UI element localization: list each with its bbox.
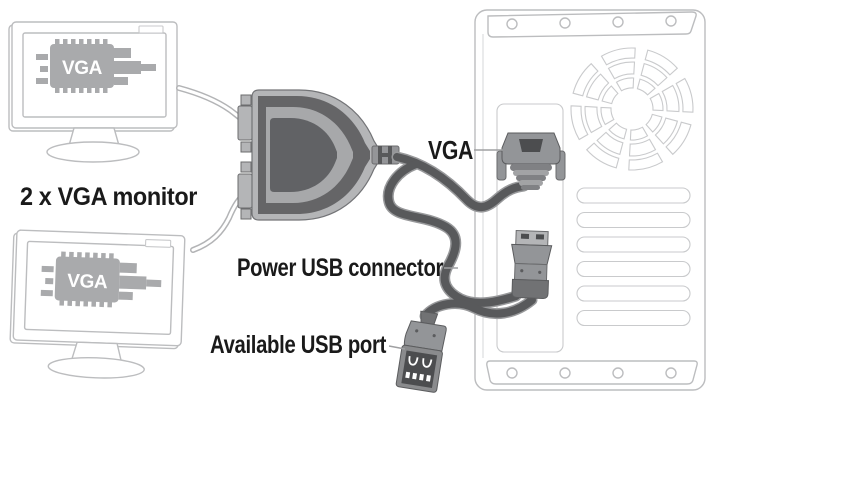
fan-grille-segment	[585, 73, 610, 101]
fan-grille	[570, 47, 694, 171]
fan-grille-segment	[601, 85, 619, 105]
cable-monitor-bottom-core	[191, 192, 247, 252]
vent-slots	[576, 187, 691, 327]
monitor-top: VGA	[8, 21, 178, 163]
usb-boot	[511, 278, 549, 299]
screw-hole	[506, 367, 518, 379]
cable-to-usb	[384, 160, 520, 307]
fan-grille-segment	[644, 49, 679, 76]
label-monitors: 2 x VGA monitor	[20, 183, 198, 211]
tower-bottom-bracket	[486, 360, 698, 385]
screw-hole	[665, 367, 677, 379]
tower-top-bracket	[487, 11, 697, 38]
usb-f-contact	[408, 355, 419, 366]
vent-slot	[576, 211, 691, 229]
fan-grille-segment	[675, 77, 694, 113]
fan-grille-segment	[654, 117, 679, 145]
vent-slot	[576, 260, 691, 278]
fan-grille-segment	[636, 78, 656, 96]
vent-slot	[576, 309, 691, 327]
monitor-cables	[176, 85, 249, 253]
power-usb-connector	[511, 229, 553, 299]
usb-contact-hole	[520, 233, 530, 239]
fan-grille-segment	[615, 77, 635, 92]
usb-body-shoulder	[511, 243, 553, 266]
label-vga: VGA	[428, 135, 473, 165]
vga-splitter	[237, 89, 400, 221]
computer-tower	[474, 9, 706, 391]
fan-grille-segment	[584, 105, 603, 134]
screw-hole	[612, 367, 624, 379]
monitor-stand-base	[47, 357, 145, 379]
monitor-logo-plate	[138, 25, 164, 34]
splitter-cables	[382, 151, 538, 322]
vga-ribbed-boot	[510, 164, 552, 190]
label-power-usb: Power USB connector	[237, 254, 444, 282]
monitor-bottom: VGA	[9, 229, 186, 379]
cable-monitor-top	[176, 85, 249, 125]
label-available-usb: Available USB port	[210, 331, 387, 359]
fan-grille-segment	[585, 142, 620, 169]
fan-grille-segment	[661, 84, 680, 113]
pictogram-pins	[55, 39, 108, 93]
screw-hole	[506, 18, 518, 30]
monitor-stand-base	[46, 141, 140, 163]
fan-grille-segment	[572, 62, 599, 97]
cable-usb-passthrough	[421, 296, 536, 320]
splitter-center	[270, 118, 337, 192]
cable-to-vga	[393, 153, 528, 211]
fan-grille-segment	[608, 122, 628, 140]
vent-slot	[576, 236, 691, 253]
monitor-logo-plate	[144, 238, 172, 248]
vga-cable-pictogram: VGA	[40, 251, 162, 308]
monitor-badge-text: VGA	[67, 271, 108, 293]
usb-body-mid	[513, 262, 548, 282]
fan-grille-segment	[665, 121, 692, 156]
fan-grille-segment	[640, 62, 668, 87]
fan-grille-segment	[628, 138, 657, 157]
usb-f-socket-face	[401, 350, 438, 388]
fan-grille-segment	[600, 47, 636, 66]
screw-hole	[559, 17, 571, 29]
splitter-vga-port-2	[237, 161, 253, 220]
vga-cable-pictogram: VGA	[36, 39, 156, 93]
fan-grille-segment	[570, 105, 589, 141]
fan-grille-segment	[596, 131, 624, 156]
fan-grille-segment	[645, 113, 663, 133]
vga-connector	[496, 132, 566, 190]
vent-slot	[576, 285, 691, 302]
fan-grille-segment	[628, 152, 664, 171]
fan-grille-segment	[629, 126, 649, 141]
vga-hood-slot	[519, 139, 543, 152]
screw-hole	[665, 15, 677, 27]
fan-grille-segment	[607, 61, 636, 80]
splitter-vga-port-1	[237, 94, 253, 153]
available-usb-connector	[395, 310, 447, 393]
usb-contact-hole	[535, 234, 545, 240]
fan-grille-segment	[600, 106, 615, 126]
usb-f-contact	[422, 358, 433, 368]
fan-grille-segment	[649, 92, 664, 112]
screw-hole	[559, 367, 571, 379]
monitor-badge-text: VGA	[62, 58, 103, 79]
screw-hole	[612, 16, 624, 28]
leader-line-available-usb	[388, 345, 406, 350]
vent-slot	[576, 187, 691, 204]
pictogram-pins	[59, 251, 114, 308]
